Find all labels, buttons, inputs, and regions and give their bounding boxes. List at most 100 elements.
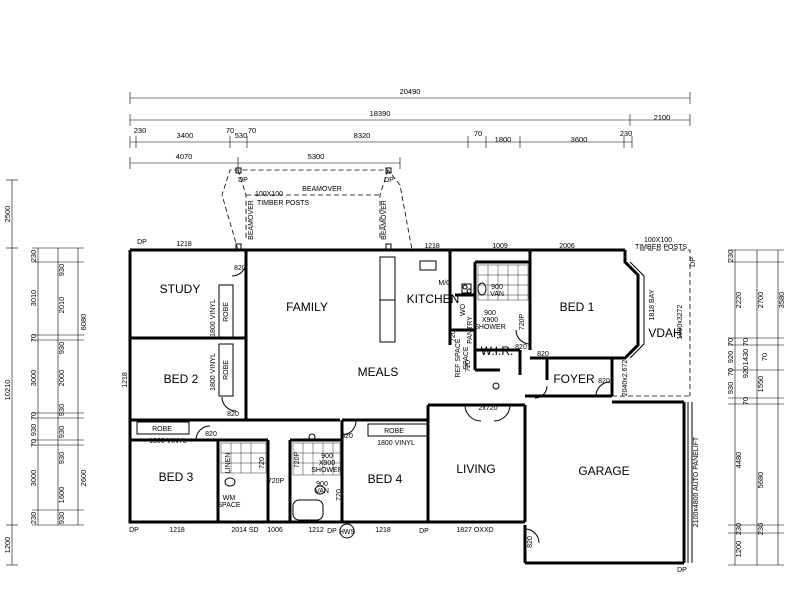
label-vinyl-bed4: 1800 VINYL xyxy=(377,440,415,447)
win-bottom-3: 1006 xyxy=(267,527,283,534)
label-panelift: 2100x4800 AUTO PANELIFT xyxy=(693,436,700,527)
label-wo: WO xyxy=(460,303,467,316)
label-robe-bed4: ROBE xyxy=(384,428,404,435)
label-timber-posts-1: 100X100 xyxy=(255,191,283,198)
dim-right-1: 230 xyxy=(726,250,735,263)
label-hws: HWS xyxy=(339,529,356,536)
label-door-720-1: 720 xyxy=(450,330,457,342)
verandah: 100X100 TIMBER POSTS xyxy=(612,237,691,397)
dim-left-1: 2500 xyxy=(3,206,12,223)
dim-right-5: 70 xyxy=(726,368,735,376)
doors xyxy=(195,261,611,544)
label-door-720-7: 720 xyxy=(336,489,343,501)
win-left-1: 1218 xyxy=(122,372,129,388)
internal-walls xyxy=(130,250,612,522)
win-top-3: 1009 xyxy=(492,243,508,250)
dim-overall: 20490 xyxy=(400,87,421,96)
label-vinyl-bed3: 1800 VINYL xyxy=(149,438,187,445)
label-robe-bed2: ROBE xyxy=(223,360,230,380)
label-door-720-5: 720 xyxy=(259,457,266,469)
label-vinyl-study: 1800 VINYL xyxy=(210,299,217,337)
label-timber-posts-r1: 100X100 xyxy=(644,237,672,244)
dim-right-3: 70 xyxy=(726,338,735,346)
label-shower2c: SHOWER xyxy=(311,467,343,474)
label-door-820-8: 820 xyxy=(527,536,534,548)
dim-left-inner2-7: 1600 xyxy=(57,487,66,504)
label-shower1: 900 xyxy=(484,310,496,317)
garage-door xyxy=(687,402,693,563)
label-bay: 1818 BAY xyxy=(649,289,656,320)
label-van2b: VAN xyxy=(315,488,329,495)
dim-seg-6: 8320 xyxy=(354,131,371,140)
dim-seg-10: 230 xyxy=(620,129,633,138)
dim-left-mid-2: 2600 xyxy=(79,470,88,487)
room-labels: STUDY FAMILY KITCHEN BED 1 BED 2 MEALS W… xyxy=(159,282,682,486)
window-dimensions: 1218 1218 1009 2006 1218 2014 SD 1006 12… xyxy=(122,241,575,534)
label-robe-study: ROBE xyxy=(223,302,230,322)
room-vdah: VDAH xyxy=(648,326,681,340)
label-van900b: VAN xyxy=(490,291,504,298)
dim-left-inner-3: 70 xyxy=(29,334,38,342)
label-dp-porch-left: DP xyxy=(238,177,248,184)
label-vinyl-bed2: 1800 VINYL xyxy=(210,353,217,391)
label-timber-posts-2: TIMBER POSTS xyxy=(257,200,309,207)
dim-left-inner-4: 3000 xyxy=(29,370,38,387)
dim-right-4: 920 xyxy=(726,351,735,364)
dim-seg-8: 1800 xyxy=(495,135,512,144)
label-shower1b: X900 xyxy=(482,317,498,324)
win-bottom-2: 2014 SD xyxy=(231,527,258,534)
dim-seg-1: 230 xyxy=(134,126,147,135)
label-beamover-left: BEAMOVER xyxy=(248,200,255,240)
dim-right-mid-2: 1430 xyxy=(741,349,750,366)
label-space: SPACE xyxy=(463,346,470,370)
win-top-2: 1218 xyxy=(424,243,440,250)
label-door-820-7: 820 xyxy=(598,378,610,385)
label-beamover-right: BEAMOVER xyxy=(381,200,388,240)
dim-right-top-1: 230 xyxy=(756,523,765,536)
label-wm-space: SPACE xyxy=(217,502,241,509)
dim-seg-3: 70 xyxy=(226,126,234,135)
dim-left-inner-5: 70 xyxy=(29,412,38,420)
label-door-720-2: 720 xyxy=(465,360,472,372)
dim-right-mid-1: 2700 xyxy=(756,292,765,309)
dim-seg-2: 3400 xyxy=(177,131,194,140)
label-dp-bl: DP xyxy=(129,527,139,534)
dim-left-inner2-5: 930 xyxy=(57,404,66,417)
label-door-720-6: 720P xyxy=(294,452,301,469)
room-family: FAMILY xyxy=(286,300,328,314)
label-dp-tl: DP xyxy=(137,239,147,246)
label-door-820-1: 820 xyxy=(234,265,246,272)
dim-left-inner2-9: 930 xyxy=(57,512,66,525)
dim-right-far-3: 70 xyxy=(741,397,750,405)
label-door-820-3: 820 xyxy=(205,431,217,438)
fixture-labels: DP ROBE 1800 VINYL ROBE 1800 VINYL ROBE … xyxy=(129,239,700,574)
win-top-4: 2006 xyxy=(559,243,575,250)
label-dp-porch-right: DP xyxy=(384,177,394,184)
room-garage: GARAGE xyxy=(578,464,629,478)
label-door-720-3: 720P xyxy=(519,314,526,331)
dim-left-inner2-1: 930 xyxy=(57,264,66,277)
label-ref: REF SPACE xyxy=(455,338,462,377)
room-bed2: BED 2 xyxy=(164,372,199,386)
label-double-door: 2x720 xyxy=(478,405,497,412)
win-bottom-1: 1218 xyxy=(169,527,185,534)
label-vdah-dim: 1090x3272 xyxy=(677,305,684,340)
dim-left-inner2-4: 2000 xyxy=(57,370,66,387)
dim-house: 18390 xyxy=(370,109,391,118)
label-linen: LINEN xyxy=(225,453,232,474)
room-study: STUDY xyxy=(160,282,201,296)
label-wm: WM xyxy=(223,495,236,502)
dim-right-8: 230 xyxy=(734,523,743,536)
room-living: LIVING xyxy=(456,462,495,476)
top-dimensions: 20490 18390 2100 230 3400 70 530 70 8320… xyxy=(129,87,691,169)
win-bottom-4: 1212 xyxy=(308,527,324,534)
dim-left-inner2-3: 930 xyxy=(57,342,66,355)
label-door-720-4: 720P xyxy=(268,478,285,485)
label-shower1c: SHOWER xyxy=(474,324,506,331)
dim-left-inner-8: 3000 xyxy=(29,470,38,487)
tile-grid xyxy=(220,260,529,521)
dim-right-top-2: 920 xyxy=(741,366,750,379)
label-shower2b: X900 xyxy=(319,460,335,467)
label-dp-bm1: DP xyxy=(327,528,337,535)
